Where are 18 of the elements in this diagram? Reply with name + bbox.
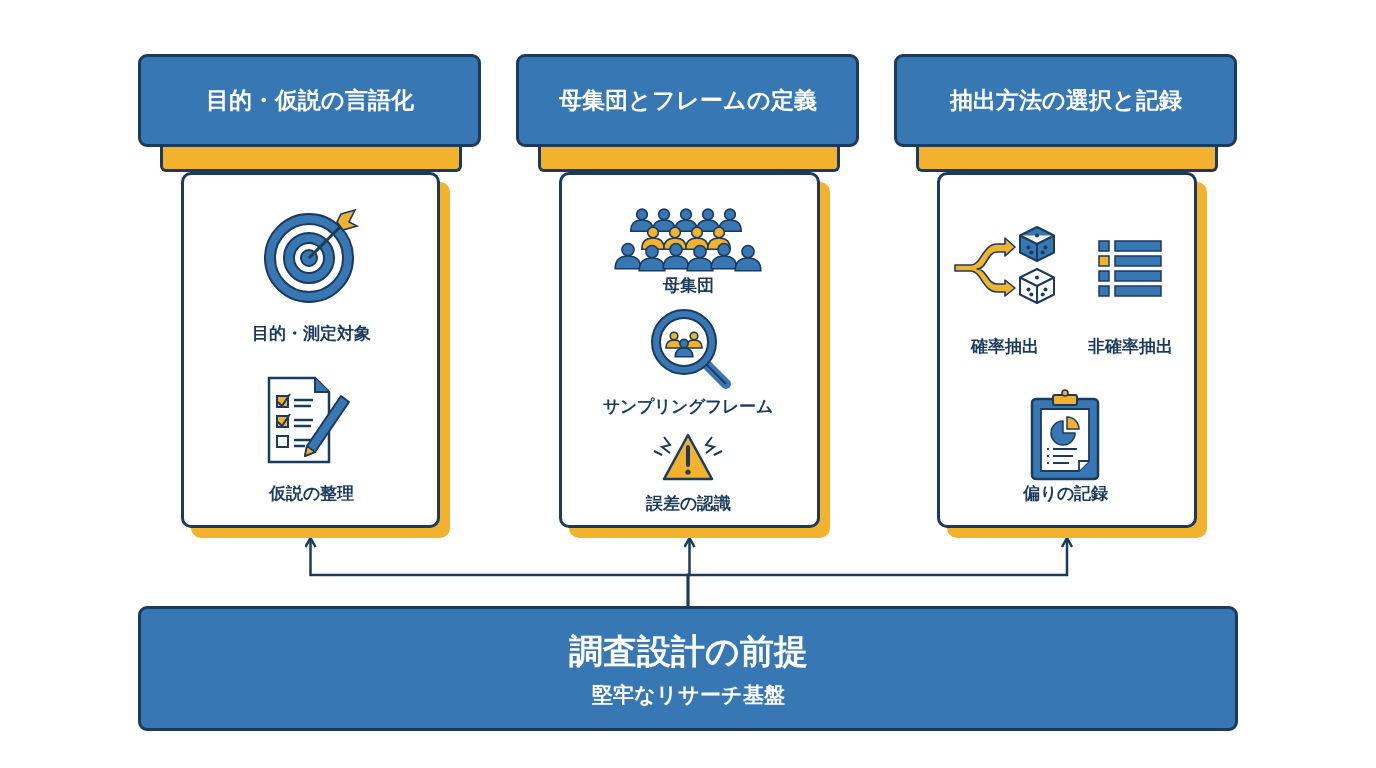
item-label: 仮説の整理 [268,481,354,505]
step-header [516,54,859,147]
foundation-subtitle: 堅牢なリサーチ基盤 [591,681,785,709]
step-title: 母集団とフレームの定義 [558,86,817,115]
item-label: サンプリングフレーム [603,394,773,418]
foundation-title: 調査設計の前提 [568,629,808,673]
foundation-box [138,606,1238,731]
step-title: 目的・仮説の言語化 [205,86,414,115]
arrow [686,536,1074,606]
item-label: 確率抽出 [971,334,1039,358]
item-label: 非確率抽出 [1087,334,1173,358]
item-label: 偏りの記録 [1022,481,1108,505]
item-label: 目的・測定対象 [251,321,371,345]
step-title: 抽出方法の選択と記録 [949,86,1182,115]
step-header [894,54,1237,147]
item-label: 誤差の認識 [645,491,731,515]
step-header [138,54,481,147]
item-label: 母集団 [662,273,714,297]
